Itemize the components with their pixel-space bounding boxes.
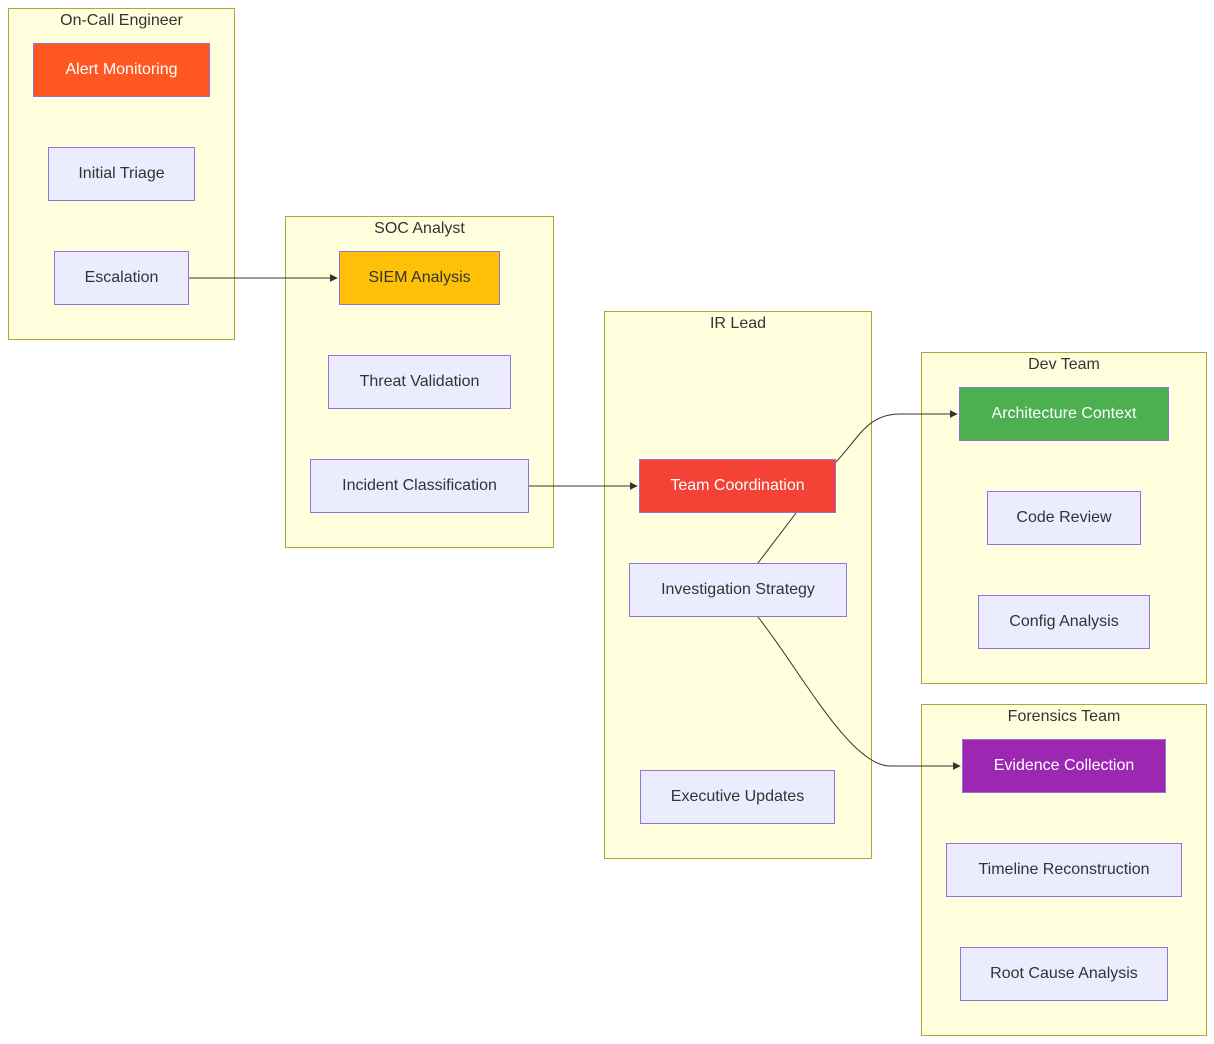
node-label: Investigation Strategy: [661, 581, 815, 598]
node-label: Config Analysis: [1009, 613, 1119, 630]
lane-title: SOC Analyst: [374, 220, 465, 237]
node-escalation[interactable]: Escalation: [54, 251, 189, 305]
node-root-cause-analysis[interactable]: Root Cause Analysis: [960, 947, 1168, 1001]
node-label: Incident Classification: [342, 477, 497, 494]
node-label: Root Cause Analysis: [990, 965, 1138, 982]
node-incident-classification[interactable]: Incident Classification: [310, 459, 529, 513]
node-team-coordination[interactable]: Team Coordination: [639, 459, 836, 513]
node-threat-validation[interactable]: Threat Validation: [328, 355, 511, 409]
node-investigation-strategy[interactable]: Investigation Strategy: [629, 563, 847, 617]
node-label: Team Coordination: [670, 477, 805, 494]
node-label: SIEM Analysis: [368, 269, 471, 286]
node-initial-triage[interactable]: Initial Triage: [48, 147, 195, 201]
node-label: Evidence Collection: [993, 757, 1135, 774]
node-alert-monitoring[interactable]: Alert Monitoring: [33, 43, 210, 97]
node-label: Threat Validation: [359, 373, 480, 390]
node-label: Timeline Reconstruction: [978, 861, 1150, 878]
node-label: Initial Triage: [78, 165, 165, 182]
node-label: Executive Updates: [670, 788, 805, 805]
lane-title: On-Call Engineer: [60, 12, 183, 29]
node-config-analysis[interactable]: Config Analysis: [978, 595, 1150, 649]
node-label: Alert Monitoring: [65, 61, 178, 78]
node-evidence-collection[interactable]: Evidence Collection: [962, 739, 1166, 793]
node-executive-updates[interactable]: Executive Updates: [640, 770, 835, 824]
node-siem-analysis[interactable]: SIEM Analysis: [339, 251, 500, 305]
node-timeline-reconstruction[interactable]: Timeline Reconstruction: [946, 843, 1182, 897]
lane-title: Forensics Team: [1007, 708, 1121, 725]
node-label: Architecture Context: [991, 405, 1137, 422]
node-code-review[interactable]: Code Review: [987, 491, 1141, 545]
node-label: Code Review: [1016, 509, 1112, 526]
lane-title: Dev Team: [1028, 356, 1100, 373]
lane-title: IR Lead: [709, 315, 767, 332]
node-architecture-context[interactable]: Architecture Context: [959, 387, 1169, 441]
node-label: Escalation: [84, 269, 159, 286]
